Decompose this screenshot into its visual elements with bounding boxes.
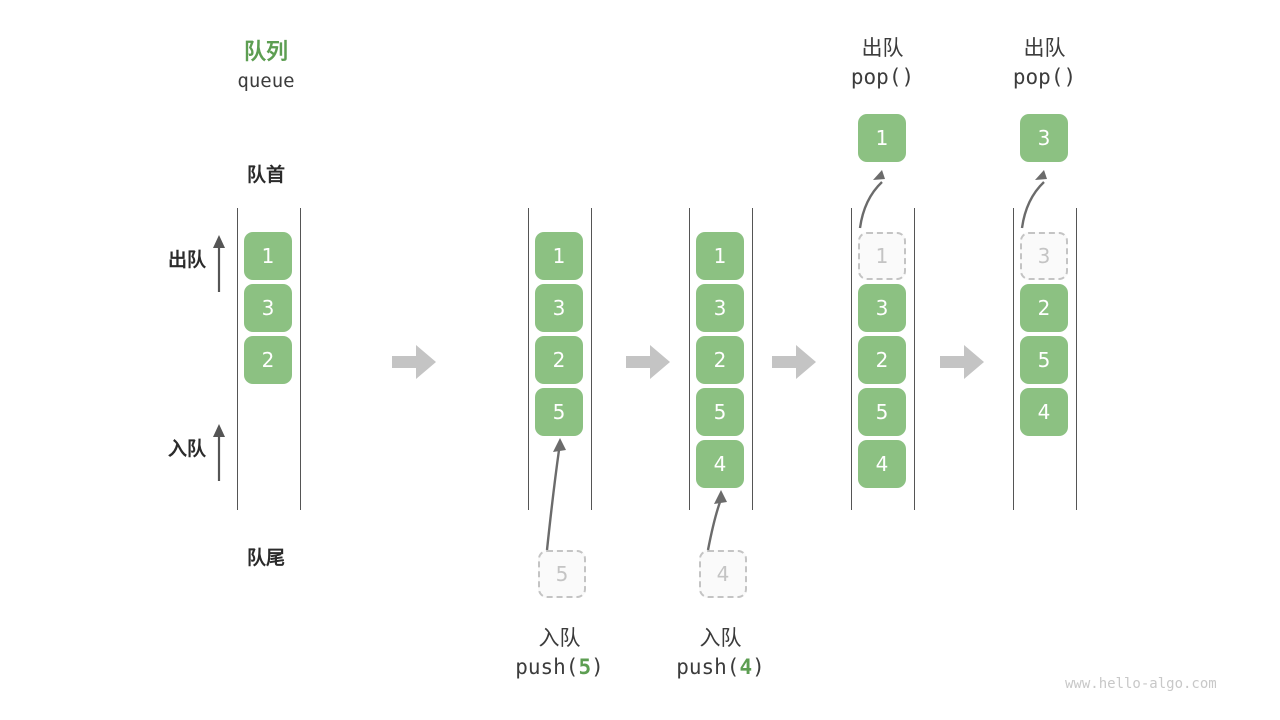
queue-node-push-5-3: 5 (535, 388, 583, 436)
flow-arrow-icon-4 (940, 345, 984, 379)
diagram-title-cn: 队列 (243, 40, 288, 65)
queue-node-push-5-2: 2 (535, 336, 583, 384)
operation-code-push-4: push(4) (676, 655, 765, 679)
queue-node-push-4-4: 4 (696, 440, 744, 488)
popped-node-pop-1: 1 (858, 114, 906, 162)
queue-node-push-5-0: 1 (535, 232, 583, 280)
queue-rail-right-pop-3 (1076, 208, 1077, 510)
queue-node-pop-1-4: 4 (858, 440, 906, 488)
queue-rail-right-push-5 (591, 208, 592, 510)
push-arrow-icon-push-5 (545, 438, 566, 551)
operation-label-cn-push-4: 入队 (699, 626, 742, 650)
queue-node-pop-3-2: 5 (1020, 336, 1068, 384)
operation-label-cn-pop-1: 出队 (861, 36, 904, 60)
queue-rail-left-pop-1 (851, 208, 852, 510)
queue-node-initial-1: 3 (244, 284, 292, 332)
flow-arrow-icon-1 (392, 345, 436, 379)
queue-rail-left-push-5 (528, 208, 529, 510)
site-watermark: www.hello-algo.com (1065, 676, 1217, 692)
queue-node-push-4-1: 3 (696, 284, 744, 332)
queue-rear-label: 队尾 (246, 547, 285, 569)
enqueue-direction-arrow-icon (213, 424, 225, 481)
diagram-title-en: queue (237, 70, 295, 92)
queue-node-push-4-3: 5 (696, 388, 744, 436)
queue-node-initial-0: 1 (244, 232, 292, 280)
queue-node-pop-3-1: 2 (1020, 284, 1068, 332)
queue-front-label: 队首 (246, 164, 285, 186)
queue-rail-right-initial (300, 208, 301, 510)
queue-rail-right-pop-1 (914, 208, 915, 510)
queue-node-push-4-0: 1 (696, 232, 744, 280)
operation-code-pop-3: pop() (1012, 65, 1077, 89)
queue-rail-left-initial (237, 208, 238, 510)
queue-node-pop-1-1: 3 (858, 284, 906, 332)
operation-code-push-5: push(5) (515, 655, 604, 679)
popped-node-pop-3: 3 (1020, 114, 1068, 162)
queue-node-initial-2: 2 (244, 336, 292, 384)
operation-label-cn-push-5: 入队 (538, 626, 581, 650)
queue-node-pop-1-0: 1 (858, 232, 906, 280)
push-arrow-icon-push-4 (706, 490, 727, 551)
queue-rail-right-push-4 (752, 208, 753, 510)
operation-code-argument-push-5: 5 (578, 655, 592, 679)
incoming-node-push-4: 4 (699, 550, 747, 598)
incoming-node-push-5: 5 (538, 550, 586, 598)
queue-rail-left-pop-3 (1013, 208, 1014, 510)
pop-arrow-icon-pop-1 (858, 170, 885, 229)
flow-arrow-icon-2 (626, 345, 670, 379)
queue-node-pop-1-2: 2 (858, 336, 906, 384)
queue-node-push-5-1: 3 (535, 284, 583, 332)
operation-code-pop-1: pop() (850, 65, 915, 89)
dequeue-direction-arrow-icon (213, 235, 225, 292)
queue-node-pop-3-0: 3 (1020, 232, 1068, 280)
enqueue-direction-label: 入队 (167, 438, 206, 460)
queue-node-pop-1-3: 5 (858, 388, 906, 436)
operation-code-argument-push-4: 4 (739, 655, 753, 679)
queue-rail-left-push-4 (689, 208, 690, 510)
flow-arrow-icon-3 (772, 345, 816, 379)
queue-node-push-4-2: 2 (696, 336, 744, 384)
operation-label-cn-pop-3: 出队 (1023, 36, 1066, 60)
queue-node-pop-3-3: 4 (1020, 388, 1068, 436)
pop-arrow-icon-pop-3 (1020, 170, 1047, 229)
dequeue-direction-label: 出队 (167, 249, 206, 271)
